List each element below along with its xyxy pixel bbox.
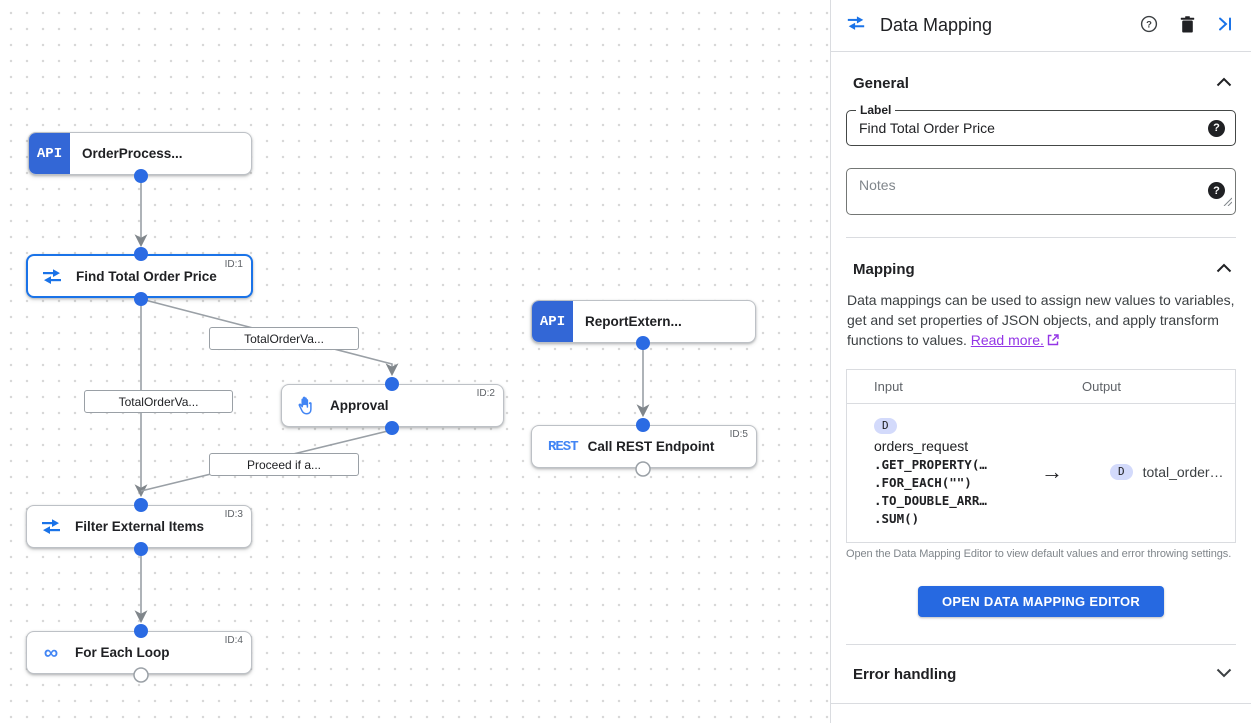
node-filter-external-items[interactable]: Filter External Items ID:3 <box>26 505 252 548</box>
input-column-header: Input <box>874 379 903 394</box>
mapping-table: Input Output D orders_request .GET_PROPE… <box>846 369 1236 543</box>
resize-handle-icon[interactable] <box>1223 193 1233 211</box>
node-find-total-order-price[interactable]: Find Total Order Price ID:1 <box>26 254 253 298</box>
section-divider <box>846 237 1236 238</box>
delete-button[interactable] <box>1180 15 1195 36</box>
mapping-output-cell: D total_order… <box>1082 464 1224 480</box>
node-call-rest-endpoint[interactable]: REST Call REST Endpoint ID:5 <box>531 425 757 468</box>
help-icon: ? <box>1140 15 1158 36</box>
read-more-link[interactable]: Read more. <box>970 332 1044 348</box>
general-heading: General <box>853 74 909 92</box>
mapping-description: Data mappings can be used to assign new … <box>846 278 1236 351</box>
node-reportextern-trigger[interactable]: API ReportExtern... <box>531 300 756 343</box>
general-section: General Label ? ? <box>831 52 1251 238</box>
edge-findtotal-to-approval[interactable] <box>140 298 399 377</box>
section-divider <box>846 644 1236 645</box>
mapping-input-cell: D orders_request .GET_PROPERTY(… .FOR_EA… <box>847 416 1022 528</box>
mapping-description-text: Data mappings can be used to assign new … <box>847 292 1235 348</box>
svg-text:?: ? <box>1146 19 1152 30</box>
collapse-panel-button[interactable] <box>1217 16 1233 35</box>
transform-function: .TO_DOUBLE_ARR… <box>874 493 987 508</box>
hand-icon <box>282 395 330 416</box>
output-variable-name: total_order… <box>1142 464 1224 480</box>
mapping-arrow-icon: → <box>1041 459 1063 484</box>
chevron-up-icon <box>1216 74 1232 92</box>
data-mapping-icon <box>846 15 866 36</box>
mapping-table-header: Input Output <box>847 370 1235 404</box>
transform-function: .SUM() <box>874 511 920 526</box>
mapping-section-header[interactable]: Mapping <box>846 238 1236 278</box>
chevron-up-icon <box>1216 260 1232 278</box>
data-mapping-icon <box>28 268 76 285</box>
edges-layer <box>134 176 650 624</box>
label-field: Label ? <box>846 103 1236 146</box>
data-type-chip: D <box>874 418 897 434</box>
open-in-new-icon <box>1047 331 1059 351</box>
edge-label-proceed-if[interactable]: Proceed if a... <box>209 453 359 476</box>
workflow-canvas[interactable]: API OrderProcess... Find Total Order Pri… <box>0 0 830 723</box>
panel-title: Data Mapping <box>880 15 993 35</box>
transform-function: .FOR_EACH("") <box>874 475 972 490</box>
label-input[interactable] <box>859 120 1208 136</box>
chevron-down-icon <box>1216 665 1232 683</box>
node-for-each-loop[interactable]: ∞ For Each Loop ID:4 <box>26 631 252 674</box>
edge-label-totalorderva-approval[interactable]: TotalOrderVa... <box>209 327 359 350</box>
transform-function: .GET_PROPERTY(… <box>874 457 987 472</box>
open-data-mapping-editor-button[interactable]: OPEN DATA MAPPING EDITOR <box>917 586 1165 617</box>
node-orderprocess-trigger[interactable]: API OrderProcess... <box>28 132 252 175</box>
label-field-label: Label <box>856 103 896 117</box>
output-column-header: Output <box>1082 379 1122 394</box>
mapping-section: Mapping Data mappings can be used to ass… <box>831 238 1251 645</box>
api-trigger-icon: API <box>29 133 70 174</box>
notes-help-icon[interactable]: ? <box>1208 182 1225 199</box>
panel-header: Data Mapping ? <box>831 0 1251 52</box>
data-type-chip: D <box>1110 464 1133 480</box>
config-panel: Data Mapping ? <box>830 0 1251 723</box>
mapping-heading: Mapping <box>853 260 915 278</box>
data-mapping-icon <box>27 518 75 535</box>
rest-icon: REST <box>548 438 579 455</box>
api-trigger-icon: API <box>532 301 573 342</box>
general-section-header[interactable]: General <box>846 52 1236 92</box>
error-handling-heading: Error handling <box>853 665 957 683</box>
collapse-right-icon <box>1217 16 1233 35</box>
edge-label-totalorderva-filter[interactable]: TotalOrderVa... <box>84 390 233 413</box>
label-help-icon[interactable]: ? <box>1208 119 1225 137</box>
trash-icon <box>1180 15 1195 36</box>
mapping-row[interactable]: D orders_request .GET_PROPERTY(… .FOR_EA… <box>847 404 1235 542</box>
error-handling-section-header[interactable]: Error handling <box>831 645 1251 704</box>
loop-icon: ∞ <box>43 641 59 664</box>
node-approval[interactable]: Approval ID:2 <box>281 384 504 427</box>
notes-field: ? <box>846 168 1236 215</box>
mapping-caption: Open the Data Mapping Editor to view def… <box>846 548 1232 560</box>
notes-input[interactable] <box>859 177 1201 206</box>
help-button[interactable]: ? <box>1140 15 1158 36</box>
input-variable-name: orders_request <box>874 438 969 454</box>
